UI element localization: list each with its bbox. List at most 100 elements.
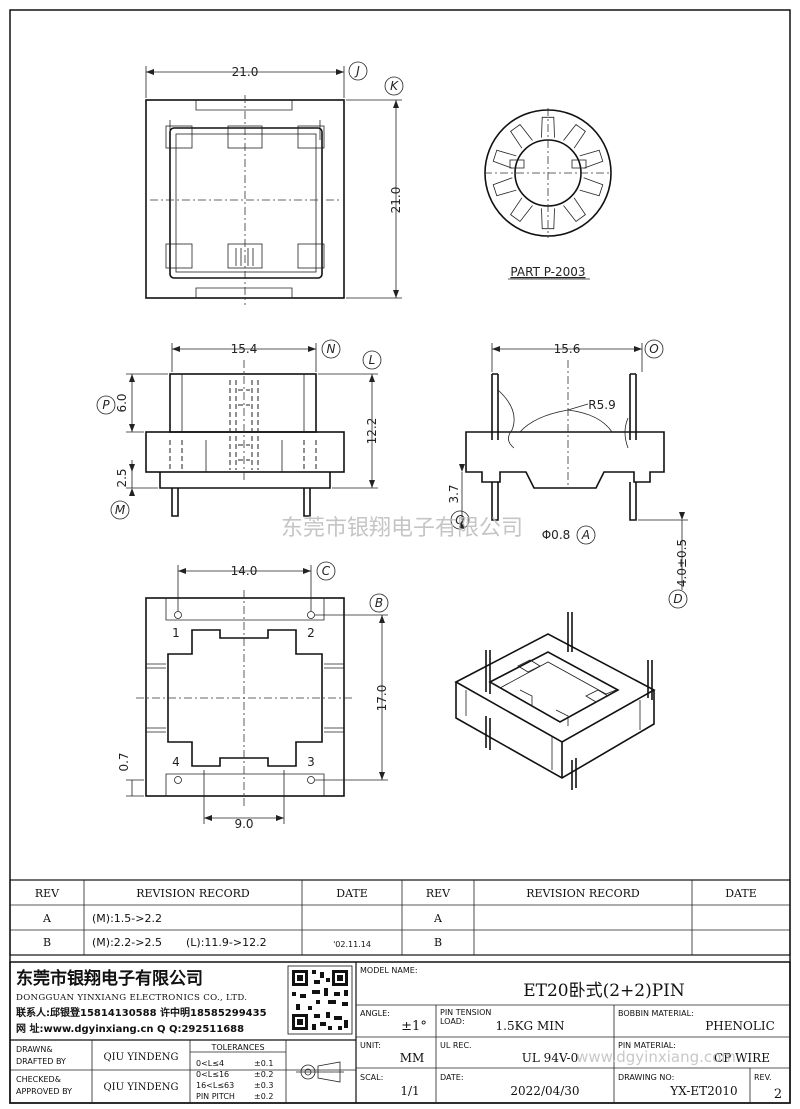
tol-range-3: 16<L≤63 (196, 1081, 234, 1090)
model-name-label: MODEL NAME: (360, 966, 418, 975)
date-value: 2022/04/30 (510, 1084, 579, 1098)
pin-tension-label: PIN TENSION (440, 1008, 491, 1017)
tol-value-4: ±0.2 (254, 1092, 273, 1101)
unit-value: MM (400, 1051, 425, 1065)
drafted-by: QIU YINDENG (103, 1052, 178, 1063)
tol-range-2: 0<L≤16 (196, 1070, 229, 1079)
side-pin-dia-dim: Φ0.8 (542, 528, 571, 542)
model-name: ET20卧式(2+2)PIN (523, 981, 685, 1001)
drawing-no: YX-ET2010 (669, 1084, 737, 1098)
top-height-dim: 21.0 (389, 187, 403, 214)
callout-q: Q (455, 513, 464, 527)
rev-b-record-2: (L):11.9->12.2 (186, 936, 267, 949)
watermark-url: www.dgyinxiang.com (576, 1048, 736, 1066)
callout-a: A (581, 528, 590, 542)
bottom-edge-dim: 0.7 (117, 752, 131, 771)
checked-label: CHECKED& (16, 1075, 61, 1084)
angle-label: ANGLE: (360, 1009, 390, 1018)
side-pin-len-dim: 4.0±0.5 (675, 539, 689, 587)
ul-rec-label: UL REC. (440, 1041, 472, 1050)
rev-label: REV. (754, 1073, 772, 1082)
unit-label: UNIT: (360, 1041, 381, 1050)
title-block: 东莞市银翔电子有限公司 DONGGUAN YINXIANG ELECTRONIC… (9, 961, 791, 1104)
date-label: DATE: (440, 1073, 464, 1082)
front-width-dim: 15.4 (231, 342, 258, 356)
rev-header-2: REV (426, 887, 451, 900)
angle-value: ±1° (401, 1019, 427, 1034)
callout-d: D (673, 592, 682, 606)
approved-label: APPROVED BY (16, 1087, 72, 1096)
bottom-slot-dim: 9.0 (234, 817, 253, 831)
part-label: PART P-2003 (510, 265, 585, 279)
side-width-dim: 15.6 (554, 342, 581, 356)
pin-label-1: 1 (172, 626, 180, 640)
rev-a: A (42, 912, 52, 925)
callout-n: N (327, 342, 336, 356)
bobbin-material-label: BOBBIN MATERIAL: (618, 1009, 694, 1018)
bottom-view: 1 2 4 3 14.0 17.0 9.0 0.7 C B (117, 561, 389, 831)
drawn-label: DRAWN& (16, 1045, 53, 1054)
rev-b-date: '02.11.14 (333, 940, 371, 949)
approved-by: QIU YINDENG (103, 1082, 178, 1093)
date-header-2: DATE (725, 887, 757, 900)
load-value: 1.5KG MIN (496, 1019, 565, 1033)
watermark: 东莞市银翔电子有限公司 (281, 516, 523, 541)
tolerances-label: TOLERANCES (210, 1043, 264, 1052)
bottom-pitch-dim: 14.0 (231, 564, 258, 578)
callout-o: O (649, 342, 658, 356)
top-view: 21.0 21.0 J K (145, 61, 404, 305)
callout-l: L (369, 353, 376, 367)
company-name-en: DONGGUAN YINXIANG ELECTRONICS CO., LTD. (16, 993, 247, 1003)
bobbin-material: PHENOLIC (705, 1019, 775, 1033)
rev-a-record: (M):1.5->2.2 (92, 912, 162, 925)
scale-label: SCAL: (360, 1073, 383, 1082)
tol-value-3: ±0.3 (254, 1081, 273, 1090)
front-view: 15.4 12.2 6.0 2.5 N L P M (96, 339, 382, 520)
rev-value: 2 (774, 1087, 782, 1102)
date-header-1: DATE (336, 887, 368, 900)
drafted-label: DRAFTED BY (16, 1057, 66, 1066)
company-web: 网 址:www.dgyinxiang.cn Q Q:292511688 (16, 1022, 244, 1035)
front-upper-dim: 6.0 (115, 393, 129, 412)
rev-header-1: REV (35, 887, 60, 900)
projection-symbol-icon (296, 1061, 344, 1083)
rev-a-right: A (433, 912, 443, 925)
company-name-cn: 东莞市银翔电子有限公司 (16, 968, 203, 989)
bottom-height-dim: 17.0 (375, 685, 389, 712)
tol-value-2: ±0.2 (254, 1070, 273, 1079)
scale-value: 1/1 (400, 1084, 419, 1098)
pin-label-2: 2 (307, 626, 315, 640)
callout-b: B (375, 596, 383, 610)
side-view: R5.9 15.6 3.7 4.0±0.5 Φ0.8 O Q A D (447, 339, 689, 609)
pin-label-3: 3 (307, 755, 315, 769)
qr-code (287, 965, 353, 1035)
pin-label-4: 4 (172, 755, 180, 769)
ul-rec-value: UL 94V-0 (522, 1051, 578, 1065)
pin-material-label: PIN MATERIAL: (618, 1041, 676, 1050)
front-lower-dim: 2.5 (115, 468, 129, 487)
drawing-no-label: DRAWING NO: (618, 1073, 674, 1082)
pin-material: CP WIRE (714, 1051, 770, 1065)
part-gear-view: PART P-2003 (484, 108, 612, 280)
tol-range-4: PIN PITCH (196, 1092, 235, 1101)
company-contact: 联系人:邱银登15814130588 许中明18585299435 (16, 1006, 267, 1019)
top-width-dim: 21.0 (232, 65, 259, 79)
front-height-dim: 12.2 (365, 418, 379, 445)
revision-table: REV REVISION RECORD DATE REV REVISION RE… (9, 879, 791, 956)
load-label: LOAD: (440, 1017, 465, 1026)
callout-p: P (102, 398, 110, 412)
callout-c: C (322, 564, 331, 578)
record-header-2: REVISION RECORD (526, 887, 640, 900)
rev-b-record: (M):2.2->2.5 (92, 936, 162, 949)
callout-m: M (115, 503, 126, 517)
record-header-1: REVISION RECORD (136, 887, 250, 900)
callout-j: J (354, 64, 360, 78)
callout-k: K (390, 79, 399, 93)
rev-b-right: B (434, 936, 442, 949)
rev-b: B (43, 936, 51, 949)
tol-value-1: ±0.1 (254, 1059, 273, 1068)
side-radius-dim: R5.9 (588, 398, 615, 412)
tol-range-1: 0<L≤4 (196, 1059, 224, 1068)
side-base-dim: 3.7 (447, 484, 461, 503)
